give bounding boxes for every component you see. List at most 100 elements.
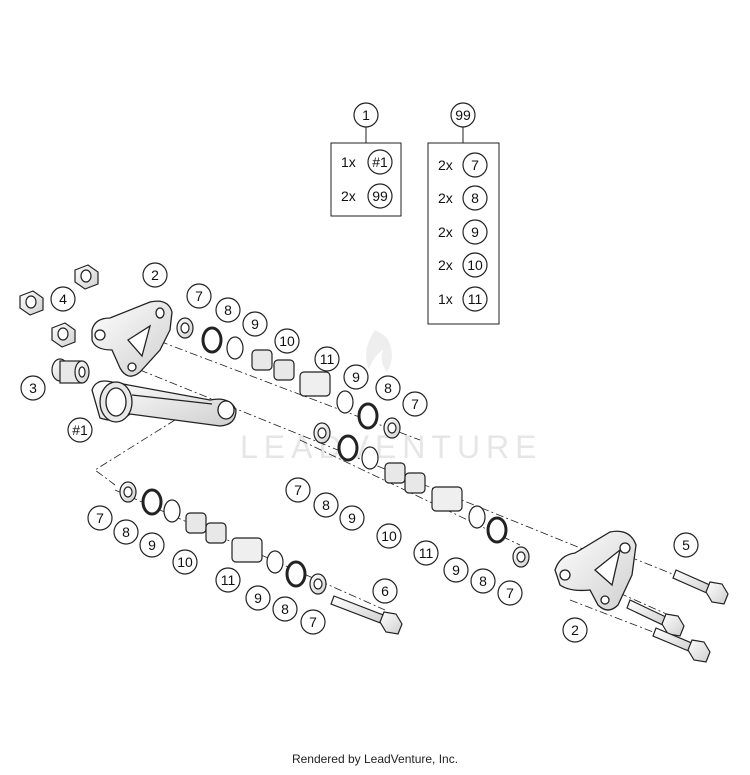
callout-circle: [497, 580, 523, 606]
part-7-upper-a: [176, 317, 194, 339]
kit-99-row-2-qty: 2x: [438, 190, 453, 206]
kit-99-row-3-ref: 9: [471, 224, 479, 240]
callout-7c: 7: [285, 477, 311, 503]
callout-circle: [376, 523, 402, 549]
callout-label: 7: [294, 482, 302, 498]
kit-99-row-4-qty: 2x: [438, 257, 453, 273]
callout-9f: 9: [245, 585, 271, 611]
callout-circle: [300, 609, 326, 635]
callout-7f: 7: [300, 609, 326, 635]
part-9-upper-b: [336, 390, 354, 414]
callout-circle: [274, 328, 300, 354]
callout-circle: [245, 585, 271, 611]
nut-left: [19, 290, 44, 316]
callout-circle: [372, 578, 398, 604]
part-11-middle: [431, 486, 463, 512]
bolt-lower-a: [626, 599, 685, 637]
callout-label: 8: [479, 573, 487, 589]
kit-box-1: 1 1x #1 2x 99: [330, 102, 402, 217]
kit-99-row-5-qty: 1x: [438, 291, 453, 307]
callout-label: 11: [221, 572, 236, 588]
kit-99-row-2-ref: 8: [471, 190, 479, 206]
callout-6: 6: [372, 578, 398, 604]
callout-8a: 8: [215, 297, 241, 323]
callout-circle: [402, 391, 428, 417]
callout-label: 6: [381, 583, 389, 599]
callout-label: 4: [59, 291, 67, 307]
callout-2b: 2: [562, 617, 588, 643]
callout-label: 8: [122, 524, 130, 540]
bearing-stack-upper: [176, 317, 401, 439]
callout-label: 11: [320, 351, 335, 367]
callout-9c: 9: [339, 505, 365, 531]
callout-label: 3: [29, 380, 37, 396]
bolt-lower-b: [652, 627, 711, 663]
bolt-5: [672, 569, 729, 605]
callout-8e: 8: [113, 519, 139, 545]
part-7-lower-a: [119, 481, 137, 503]
part-9-upper-a: [226, 336, 244, 360]
part-7-middle-b: [512, 546, 530, 568]
kit-99-row-1-qty: 2x: [438, 157, 453, 173]
callout-circle: [339, 505, 365, 531]
callout-circle: [313, 492, 339, 518]
callout-label: 9: [148, 537, 156, 553]
upper-plate: [91, 300, 173, 377]
callout-circle: [242, 311, 268, 337]
part-9-lower-a: [163, 499, 181, 523]
part-7-lower-b: [309, 573, 327, 595]
part-7-middle-a: [313, 422, 331, 444]
callout-label: 9: [452, 562, 460, 578]
part-8-upper-a: [201, 326, 223, 354]
callout-circle: [113, 519, 139, 545]
callout-label: 7: [96, 510, 104, 526]
leader-link: [94, 419, 176, 486]
part-11-upper: [299, 371, 331, 397]
lower-plate: [554, 530, 637, 611]
callout-circle: [343, 364, 369, 390]
callout-circle: [272, 596, 298, 622]
callout-label: 11: [419, 545, 434, 561]
nut-parts: [19, 264, 99, 348]
callout-label: 7: [506, 585, 514, 601]
callout-9d: 9: [443, 557, 469, 583]
part-9-middle-b: [468, 505, 486, 529]
callout-label: 2: [571, 622, 579, 638]
callout-label: 9: [254, 590, 262, 606]
kit-1-callout-circle: [353, 102, 379, 128]
callout-circle: [186, 283, 212, 309]
nut-middle: [51, 322, 76, 348]
part-8-lower-b: [285, 560, 307, 588]
callout-3: 3: [20, 375, 46, 401]
kit-99-row-4-ref: 10: [467, 257, 483, 273]
callout-label: 7: [309, 614, 317, 630]
callout-11b: 11: [413, 540, 439, 566]
part-9-lower-b: [266, 550, 284, 574]
callout-circle: [142, 262, 168, 288]
callout-label: 9: [352, 369, 360, 385]
part-7-upper-b: [383, 417, 401, 439]
callout-7e: 7: [87, 505, 113, 531]
part-10-lower: [185, 512, 227, 544]
callout-circle: [172, 549, 198, 575]
footer-credit: Rendered by LeadVenture, Inc.: [291, 752, 459, 766]
callout-label: 8: [322, 497, 330, 513]
kit-99-row-1-ref: 7: [471, 157, 479, 173]
bolt-6: [330, 595, 403, 635]
callout-5: 5: [673, 532, 699, 558]
callout-label: 8: [384, 380, 392, 396]
callout-7d: 7: [497, 580, 523, 606]
part-9-middle-a: [361, 446, 379, 470]
callout-label: 10: [381, 528, 397, 544]
part-8-lower-a: [141, 488, 163, 516]
part-8-upper-b: [357, 402, 379, 430]
callout-11a: 11: [314, 346, 340, 372]
callout-label: #1: [72, 422, 88, 438]
kit-1-row-1-qty: 1x: [341, 154, 356, 170]
callout-8b: 8: [375, 375, 401, 401]
kit-1-row-1-ref: #1: [372, 154, 388, 170]
callout-circle: [314, 346, 340, 372]
callout-9a: 9: [242, 311, 268, 337]
